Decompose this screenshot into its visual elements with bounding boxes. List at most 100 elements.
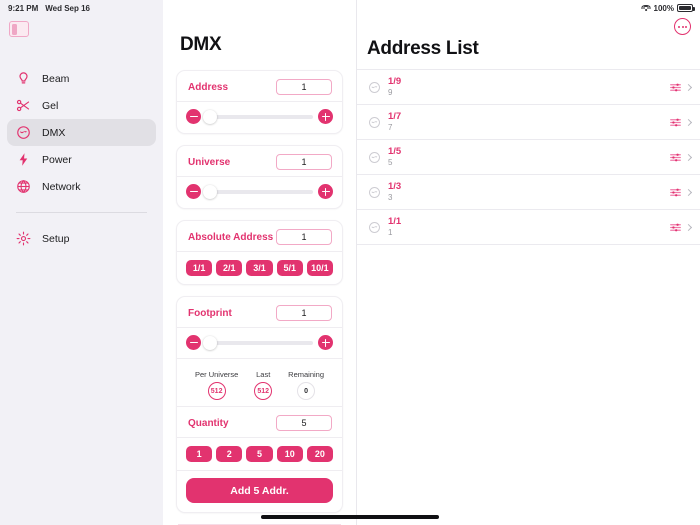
minus-circle-icon[interactable]: [186, 109, 201, 124]
sliders-icon[interactable]: [670, 188, 681, 197]
list-item-text: 1/5 5: [388, 146, 401, 167]
footprint-value-field[interactable]: 1: [276, 305, 332, 321]
page-title: DMX: [180, 34, 222, 55]
universe-value-field[interactable]: 1: [276, 154, 332, 170]
minus-circle-icon[interactable]: [186, 335, 201, 350]
list-item-secondary: 3: [388, 192, 393, 202]
sidebar-toggle-icon[interactable]: [9, 21, 29, 37]
quantity-card-header: Quantity 5: [185, 414, 334, 437]
minus-circle-icon[interactable]: [186, 184, 201, 199]
preset-chip[interactable]: 10/1: [306, 260, 334, 276]
quantity-value-field[interactable]: 5: [276, 415, 332, 431]
scissors-icon: [16, 99, 30, 112]
stat-value: 0: [297, 382, 316, 400]
chevron-right-icon[interactable]: [684, 153, 693, 161]
list-item-actions: [670, 188, 693, 197]
list-item-primary: 1/7: [388, 110, 402, 122]
list-item[interactable]: 1/3 3: [357, 175, 700, 210]
address-slider-thumb[interactable]: [203, 109, 218, 124]
sliders-icon[interactable]: [670, 118, 681, 127]
list-item[interactable]: 1/5 5: [357, 140, 700, 175]
sidebar-item-label: DMX: [42, 126, 66, 139]
stat-remaining: Remaining 0: [288, 370, 324, 400]
list-item-secondary: 1: [388, 227, 393, 237]
sidebar-item-label: Gel: [42, 99, 59, 112]
plus-circle-icon[interactable]: [318, 109, 333, 124]
sliders-icon[interactable]: [670, 223, 681, 232]
chevron-right-icon[interactable]: [684, 83, 693, 91]
universe-card: Universe 1: [176, 145, 343, 209]
sidebar-item-dmx[interactable]: DMX: [7, 119, 156, 146]
gobo-circle-icon: [369, 186, 380, 198]
list-item-primary: 1/9: [388, 75, 402, 87]
footprint-stats: Per Universe 512 Last 512 Remaining 0: [185, 366, 334, 406]
list-item-secondary: 7: [388, 122, 393, 132]
sidebar-item-setup[interactable]: Setup: [7, 225, 156, 252]
footprint-slider-track[interactable]: [203, 335, 313, 350]
beam-icon: [19, 72, 28, 84]
universe-slider-track[interactable]: [203, 184, 313, 199]
address-list-title: Address List: [367, 38, 479, 59]
list-item-secondary: 9: [388, 87, 393, 97]
divider: [177, 437, 342, 438]
chevron-right-icon[interactable]: [684, 118, 693, 126]
list-item-primary: 1/1: [388, 215, 402, 227]
divider: [177, 251, 342, 252]
plus-circle-icon[interactable]: [318, 184, 333, 199]
sidebar-item-power[interactable]: Power: [7, 146, 156, 173]
quantity-label: Quantity: [188, 417, 229, 429]
sidebar-divider: [16, 212, 147, 213]
address-list-panel: Address List 1/9 9: [357, 0, 700, 525]
list-item-actions: [670, 153, 693, 162]
chevron-right-icon[interactable]: [684, 188, 693, 196]
sidebar-item-gel[interactable]: Gel: [7, 92, 156, 119]
list-item-text: 1/1 1: [388, 215, 402, 237]
add-address-button[interactable]: Add 5 Addr.: [186, 478, 333, 503]
list-item-secondary: 5: [388, 157, 393, 167]
preset-chip[interactable]: 3/1: [246, 260, 273, 276]
divider: [177, 176, 342, 177]
preset-chip[interactable]: 2/1: [216, 260, 243, 276]
home-indicator: [261, 515, 439, 519]
quantity-chip[interactable]: 10: [276, 446, 303, 462]
footprint-slider-thumb[interactable]: [203, 335, 218, 350]
address-slider-track[interactable]: [203, 109, 313, 124]
chevron-right-icon[interactable]: [684, 223, 693, 231]
footprint-slider-row: [185, 335, 334, 351]
quantity-chip[interactable]: 20: [306, 446, 334, 462]
list-item[interactable]: 1/7 7: [357, 105, 700, 140]
more-options-icon[interactable]: [674, 18, 691, 35]
gobo-circle-icon: [369, 81, 380, 93]
stat-label: Last: [256, 370, 271, 379]
divider: [177, 470, 342, 471]
preset-chip[interactable]: 5/1: [276, 260, 303, 276]
list-item[interactable]: 1/1 1: [357, 210, 700, 245]
sliders-icon[interactable]: [670, 83, 681, 92]
sidebar-item-beam[interactable]: Beam: [7, 65, 156, 92]
sidebar-item-label: Beam: [42, 72, 70, 85]
footprint-label: Footprint: [188, 307, 232, 319]
absolute-address-label: Absolute Address: [188, 231, 274, 243]
stat-per-universe: Per Universe 512: [195, 370, 238, 400]
universe-slider-thumb[interactable]: [203, 184, 218, 199]
list-item-text: 1/7 7: [388, 110, 402, 132]
quantity-chip[interactable]: 2: [216, 446, 243, 462]
quantity-chip[interactable]: 1: [186, 446, 213, 462]
address-value-field[interactable]: 1: [276, 79, 332, 95]
dmx-panel: DMX Address 1 Universe 1: [163, 0, 357, 525]
list-item[interactable]: 1/9 9: [357, 70, 700, 105]
gobo-circle-icon: [17, 126, 30, 139]
preset-chip[interactable]: 1/1: [186, 260, 213, 276]
sidebar-item-label: Setup: [42, 232, 70, 245]
divider: [177, 101, 342, 102]
gobo-circle-icon: [369, 221, 380, 233]
list-item-actions: [670, 223, 693, 232]
sidebar-item-network[interactable]: Network: [7, 173, 156, 200]
sliders-icon[interactable]: [670, 153, 681, 162]
plus-circle-icon[interactable]: [318, 335, 333, 350]
sidebar: Beam Gel DMX: [0, 0, 163, 525]
absolute-address-value-field[interactable]: 1: [276, 229, 332, 245]
quantity-chip[interactable]: 5: [246, 446, 273, 462]
address-label: Address: [188, 81, 229, 93]
